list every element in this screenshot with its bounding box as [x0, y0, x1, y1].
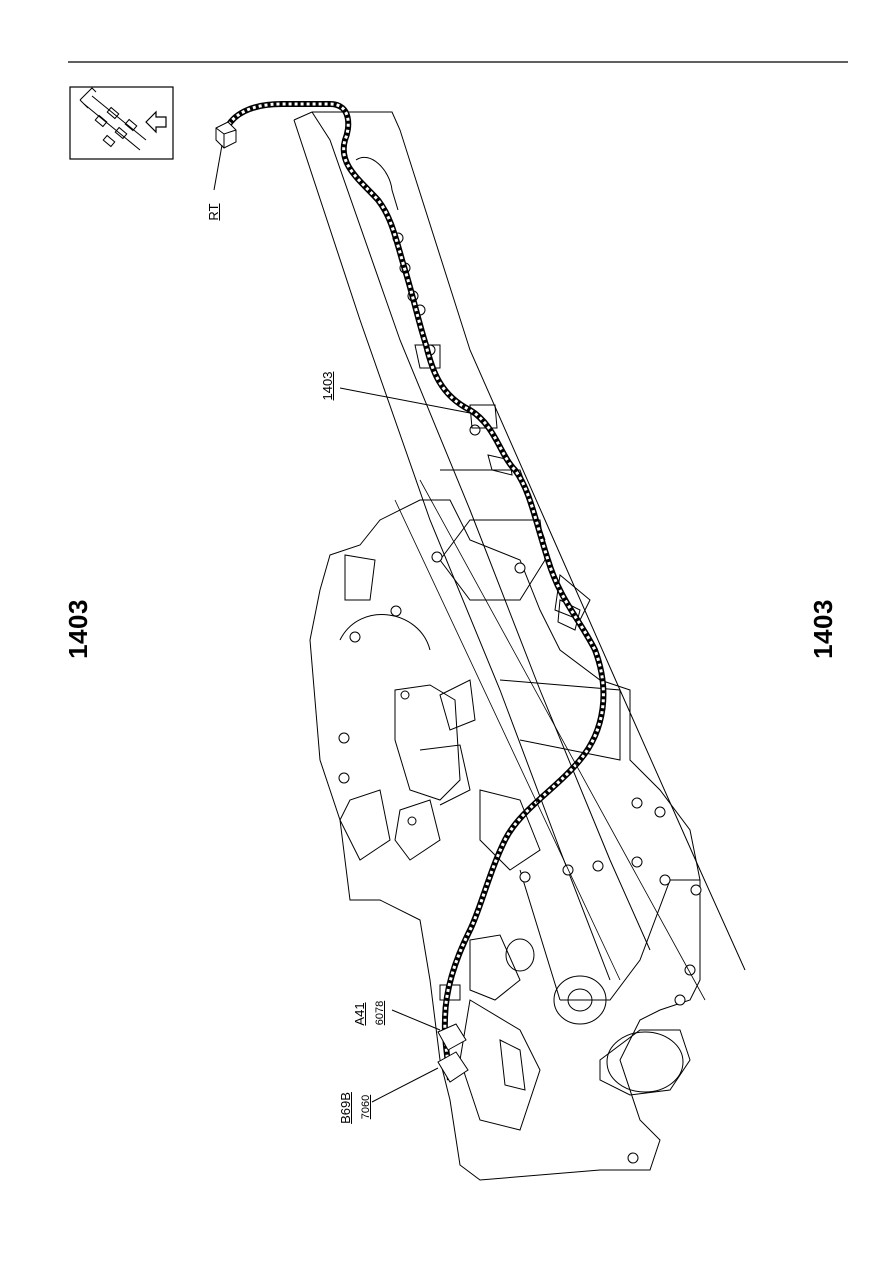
- callout-a41-code: 6078: [374, 1000, 386, 1026]
- arrow-left-icon: [145, 110, 167, 134]
- harness-1403: [223, 101, 607, 1081]
- bolts: [338, 551, 702, 1164]
- connector-rt: [215, 121, 237, 149]
- callout-b69b: B69B: [338, 1092, 353, 1124]
- reference-lines: [394, 479, 706, 1001]
- vehicle-orientation-icon: [69, 86, 174, 160]
- harness-dash: [224, 102, 605, 1081]
- connector-a41: [437, 1023, 467, 1051]
- callout-b69b-code: 7060: [360, 1094, 372, 1120]
- section-number-right: 1403: [808, 599, 838, 659]
- callout-1403: 1403: [320, 371, 335, 401]
- connector-b69b: [437, 1051, 469, 1083]
- frame-rail: [293, 111, 746, 981]
- section-number-left: 1403: [63, 599, 93, 659]
- callout-a41: A41: [352, 1002, 367, 1026]
- transmission-body: [309, 469, 701, 1181]
- leader-lines: [213, 144, 471, 1103]
- callout-rt: RT: [206, 203, 221, 221]
